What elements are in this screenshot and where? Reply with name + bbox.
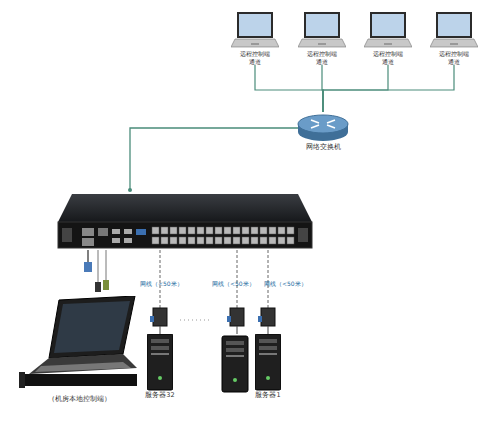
node-label: （机房本地控制端） [48,396,111,404]
uplink-wire [130,128,298,190]
rj45-port [170,237,177,244]
laptop-node: 远程控制端 通道 [297,12,347,65]
rj45-port [179,237,186,244]
cable-label: 网线（<50米） [212,280,255,289]
laptop-node: 远程控制端 通道 [230,12,280,65]
tower-icon [147,334,173,392]
rj45-port [269,227,276,234]
rj45-port [197,237,204,244]
rj45-port [278,227,285,234]
rj45-port [287,237,294,244]
rj45-port [179,227,186,234]
laptop-icon [231,12,279,50]
rj45-port [161,237,168,244]
node-label: 远程控制端 通道 [238,50,272,65]
rj45-port [152,227,159,234]
laptop-node: 远程控制端 通道 [429,12,479,65]
rj45-port [206,237,213,244]
tower-node: 服务器32 [138,334,182,400]
node-label: 服务器32 [145,392,174,400]
kvm-switch [58,194,312,248]
console-node: （机房本地控制端） [18,296,140,404]
router-icon [296,112,350,144]
tower-node: 服务器1 [248,334,288,400]
rj45-port [251,237,258,244]
node-label: 远程控制端 通道 [305,50,339,65]
rj45-port [206,227,213,234]
router-node: 网络交换机 [292,112,354,152]
rj45-port [251,227,258,234]
rj45-port [260,227,267,234]
node-label: 远程控制端 通道 [437,50,471,65]
node-label: 服务器1 [255,392,280,400]
rj45-port [233,237,240,244]
node-label: 远程控制端 通道 [371,50,405,65]
network-wire [323,65,388,112]
rj45-port [170,227,177,234]
node-label: 网络交换机 [306,144,341,152]
rj45-port [269,237,276,244]
laptop-icon [430,12,478,50]
laptop-icon [364,12,412,50]
rj45-port [152,237,159,244]
rj45-ports [152,227,294,244]
uplink-plug [128,188,132,192]
server-tower [222,336,248,392]
laptop-icon [298,12,346,50]
rj45-port [197,227,204,234]
console-cables [84,250,109,292]
rj45-port [224,227,231,234]
rj45-port [242,237,249,244]
rj45-port [287,227,294,234]
network-wire [255,65,323,112]
rj45-port [188,227,195,234]
cable-label: 网线（<50米） [264,280,307,289]
rj45-port [161,227,168,234]
rj45-port [215,237,222,244]
rj45-port [242,227,249,234]
server-cables [150,250,275,334]
network-wire [323,65,454,112]
tower-icon [255,334,281,392]
rj45-port [215,227,222,234]
rj45-port [224,237,231,244]
rj45-port [188,237,195,244]
laptop-node: 远程控制端 通道 [363,12,413,65]
network-wire [322,65,323,112]
rj45-port [260,237,267,244]
rj45-port [278,237,285,244]
cable-label: 网线（<50米） [140,280,183,289]
rj45-port [233,227,240,234]
console-icon [19,296,139,396]
